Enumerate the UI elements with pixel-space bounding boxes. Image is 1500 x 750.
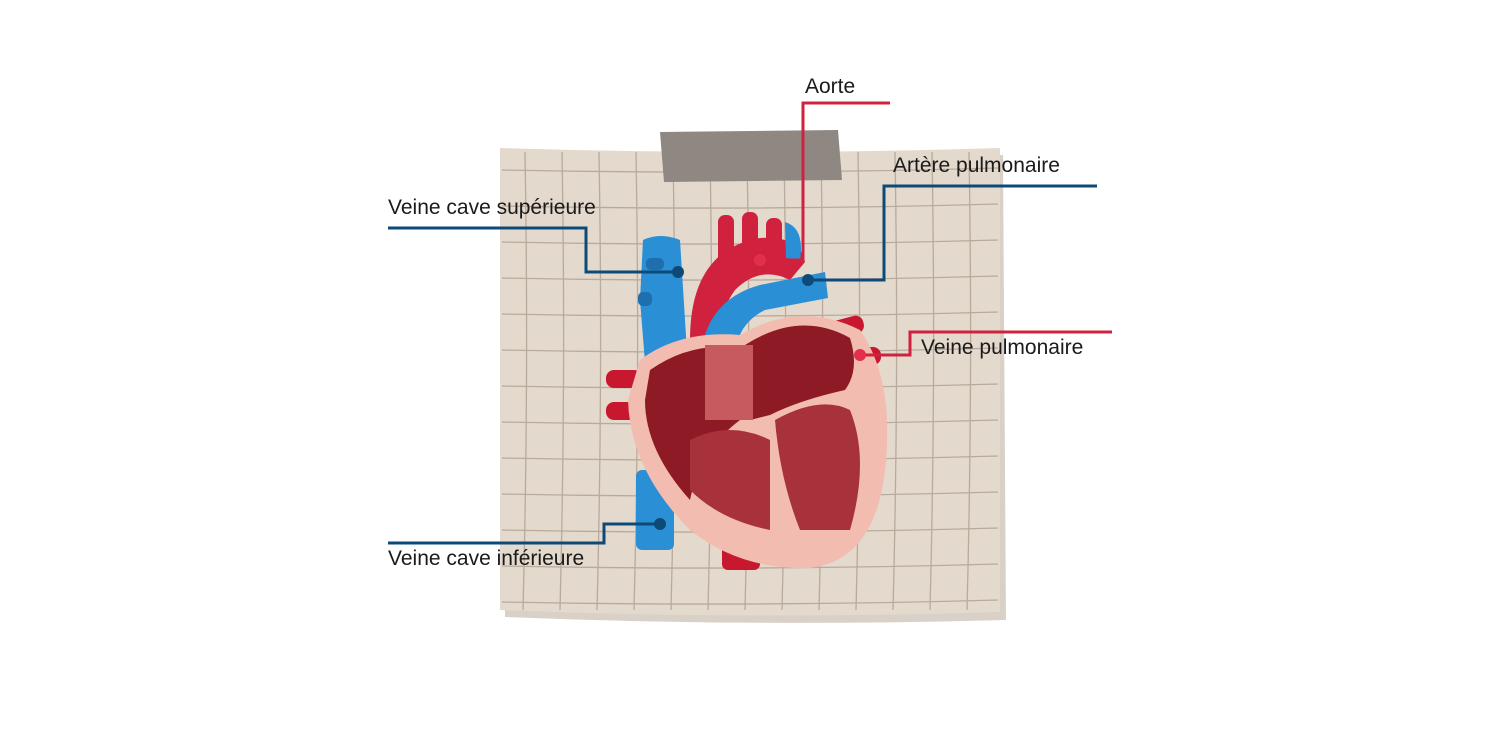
label-aorte: Aorte: [805, 75, 856, 98]
leader-veine-cave-superieure: [388, 226, 678, 274]
tape: [660, 130, 842, 182]
grid-line: [501, 599, 999, 605]
grid-line: [522, 151, 528, 611]
marker-dot: [672, 266, 684, 278]
marker-dot: [802, 274, 814, 286]
heart-illustration: [606, 212, 888, 570]
label-veine-pulmonaire: Veine pulmonaire: [921, 336, 1084, 359]
marker-dot: [754, 254, 766, 266]
grid-line: [501, 203, 999, 209]
grid-line: [966, 151, 972, 611]
grid-line: [596, 151, 602, 611]
label-artere-pulmonaire: Artère pulmonaire: [893, 154, 1060, 177]
marker-dot: [654, 518, 666, 530]
marker-dot: [854, 349, 866, 361]
grid-line: [559, 151, 565, 611]
leader-artere-pulmonaire: [808, 184, 1097, 282]
grid-line: [929, 151, 935, 611]
leader-veine-pulmonaire: [860, 330, 1112, 357]
label-veine-cave-superieure: Veine cave supérieure: [388, 196, 596, 219]
grid-line: [501, 275, 999, 281]
leader-veine-cave-inferieure: [388, 522, 660, 545]
leader-aorte: [760, 101, 890, 262]
label-veine-cave-inferieure: Veine cave inférieure: [388, 547, 585, 570]
grid-line: [892, 151, 898, 611]
